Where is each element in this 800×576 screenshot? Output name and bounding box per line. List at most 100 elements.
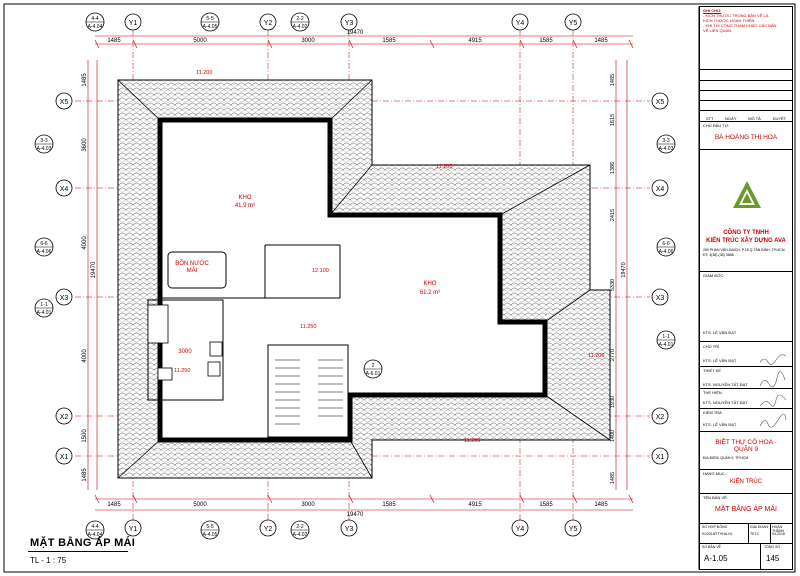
level-3: 12.100 [312, 268, 329, 274]
section-mark-6-6: 6-6A-4.06 [34, 237, 54, 257]
grid-x3-right: X3 [656, 295, 665, 302]
sheet-name-value: MẶT BẰNG ÁP MÁI [715, 506, 777, 513]
drawing-title-underline [28, 551, 128, 552]
note-line-4: VẼ LIÊN QUAN. [703, 28, 733, 33]
name-3: KTS. NGUYỄN TẤT ĐẠT [703, 400, 748, 405]
svg-text:A-4.01: A-4.01 [37, 310, 52, 316]
section-mark-3-3: 3-3A-4.03 [34, 134, 54, 154]
grid-x1-right: X1 [656, 454, 665, 461]
room-3-name: BỒN NƯỚC [175, 260, 209, 267]
svg-text:6-6: 6-6 [40, 241, 47, 247]
dim-top-2: 5000 [193, 38, 207, 44]
grid-y1-bottom: Y1 [129, 526, 138, 533]
notes-section: GHI CHÚ: - KÍCH THƯỚC TRONG BẢN VẼ LÀ KÍ… [700, 7, 792, 69]
project-name-1: BIỆT THỰ CÔ HOA - [715, 439, 777, 446]
section-mark-6-6-right: 6-6A-4.06 [656, 237, 676, 257]
owner-label: CHỦ ĐẦU TƯ: [703, 123, 730, 128]
dim-bottom-6: 1585 [539, 502, 553, 508]
level-marks: 11.200 11.200 12.100 11.250 11.250 11.20… [174, 70, 604, 444]
grid-y3-bottom: Y3 [345, 526, 354, 533]
dim-left-total: 19470 [91, 261, 97, 278]
sheet-name-section: TÊN BẢN VẼ: MẶT BẰNG ÁP MÁI [700, 493, 792, 523]
grid-y5-bottom: Y5 [569, 526, 578, 533]
inner-dim: 3000 [178, 349, 192, 355]
note-line-2: KÍCH THƯỚC HOÀN THIỆN. [703, 18, 756, 23]
name-4: KTS. LÊ VĂN ĐẠT [703, 422, 737, 427]
category-section: HẠNG MỤC: KIẾN TRÚC [700, 469, 792, 493]
contract-section: SỐ HỢP ĐỒNG 01/2018/TTVHA-HL GIAI ĐOẠN T… [700, 523, 792, 543]
svg-text:3-3: 3-3 [662, 138, 669, 144]
dim-left-1: 1485 [82, 73, 88, 87]
grid-x4-right: X4 [656, 186, 665, 193]
sheet-number-section: SỐ BẢN VẼ A-1.05 TỔNG SỐ 145 [700, 543, 792, 570]
water-tank [167, 251, 227, 289]
note-line-1: - KÍCH THƯỚC TRONG BẢN VẼ LÀ [703, 13, 769, 18]
project-location: ĐỊA ĐIỂM: QUẬN 9, TP.HCM [703, 456, 749, 460]
svg-text:1-1: 1-1 [40, 302, 47, 308]
signatures [759, 354, 787, 428]
parapet-walls [157, 117, 548, 443]
dim-top-4: 1585 [382, 38, 396, 44]
dim-right-total: 19470 [621, 262, 627, 277]
section-mark-1-1: 1-1A-4.01 [34, 298, 54, 318]
section-mark-5-5-bottom: 5-5A-4.05 [200, 520, 220, 540]
grid-y4-top: Y4 [516, 20, 525, 27]
level-2: 11.200 [436, 164, 452, 170]
section-mark-4-4-bottom: 4-4A-4.04 [85, 520, 105, 540]
rev-header-stt: STT [705, 116, 714, 121]
dim-top-3: 3000 [301, 38, 315, 44]
name-1: KTS. LÊ VĂN ĐẠT [703, 358, 737, 363]
grid-y3-top: Y3 [345, 20, 354, 27]
section-mark-5-5: 5-5A-4.05 [200, 12, 220, 32]
section-mark-2-2: 2-2A-4.02 [290, 12, 310, 32]
grid-x2-left: X2 [60, 414, 69, 421]
drawing-scale: TL - 1 : 75 [30, 556, 67, 565]
svg-text:A-4.04: A-4.04 [88, 24, 103, 30]
contract-value: 01/2018/TTVHA-HL [702, 532, 733, 536]
dim-top-1: 1485 [107, 38, 121, 44]
date-label: HOÀN THÀNH [772, 525, 785, 533]
dim-right-6: 2770 [610, 349, 616, 361]
svg-text:3-3: 3-3 [40, 138, 47, 144]
level-7: 11.200 [464, 438, 480, 444]
drawing-title: MẶT BẰNG ÁP MÁI [30, 537, 136, 549]
interior-partitions [147, 244, 349, 438]
room-2-area: 61.2 m² [420, 290, 440, 296]
dim-bottom-1: 1485 [107, 502, 121, 508]
svg-text:A-4.05: A-4.05 [203, 24, 218, 30]
owner-name: BÀ HOÀNG THỊ HOA [714, 134, 778, 141]
svg-text:A-4.02: A-4.02 [293, 24, 308, 30]
section-mark-2-2-bottom: 2-2A-4.02 [290, 520, 310, 540]
dim-right-2: 1615 [610, 114, 616, 126]
grid-labels: Y1 Y2 Y3 Y4 Y5 Y1 Y2 Y3 Y4 Y5 X5 X4 X3 X… [60, 20, 665, 533]
design-team: CHỦ TRÌ KTS. LÊ VĂN ĐẠT THIẾT KẾ KTS. NG… [700, 341, 792, 431]
level-5: 11.250 [174, 368, 190, 374]
grid-y5-top: Y5 [569, 20, 578, 27]
room-2-name: KHO [423, 281, 436, 287]
svg-text:A-4.03: A-4.03 [37, 146, 52, 152]
ac-units [147, 304, 223, 381]
sheet-no-label: SỐ BẢN VẼ [702, 545, 721, 549]
company-logo [733, 181, 761, 208]
grid-x1-left: X1 [60, 454, 69, 461]
svg-text:6-6: 6-6 [662, 241, 669, 247]
section-mark-2-detail: 2A-6.01 [363, 359, 383, 379]
dims-left: 1485 3600 4000 4000 1500 1485 19470 [82, 73, 97, 482]
dim-bottom-5: 4915 [468, 502, 482, 508]
director-section: GIÁM ĐỐC: KTS. LÊ VĂN ĐẠT [700, 271, 792, 341]
dim-right-3: 1386 [610, 162, 616, 174]
total-value: 145 [766, 554, 780, 563]
dim-left-5: 1500 [82, 429, 88, 443]
dim-bottom-4: 1585 [382, 502, 396, 508]
note-line-3: - KHI THI CÔNG THAM KHẢO CÁC BẢN [703, 23, 777, 28]
role-2: THIẾT KẾ [703, 368, 721, 373]
company-name-2: KIẾN TRÚC XÂY DỰNG AVA [706, 238, 786, 244]
project-section: BIỆT THỰ CÔ HOA - QUẬN 9 ĐỊA ĐIỂM: QUẬN … [700, 431, 792, 469]
project-name-2: QUẬN 9 [733, 446, 759, 453]
roof-deck [160, 120, 545, 440]
grid-y1-top: Y1 [129, 20, 138, 27]
date-value: 04-2018 [772, 532, 785, 536]
svg-text:A-4.04: A-4.04 [88, 532, 103, 538]
rev-header-mota: MÔ TẢ [748, 116, 761, 121]
